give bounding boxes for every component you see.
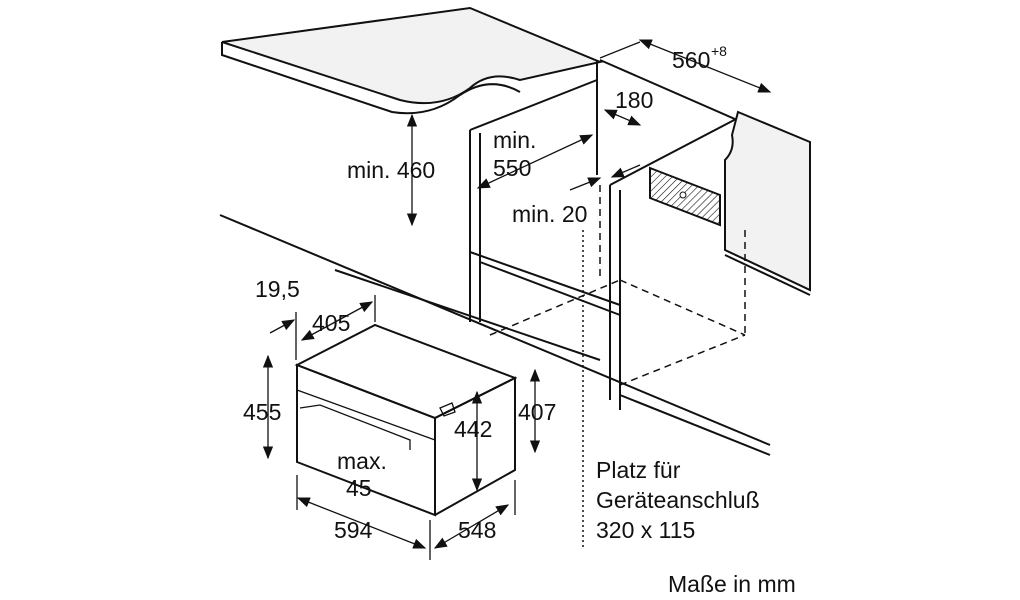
dim-min-gap: min. 20	[512, 201, 587, 227]
dim-vent-depth: 180	[615, 87, 653, 113]
connection-note-line3: 320 x 115	[596, 517, 695, 543]
units-note: Maße in mm	[668, 571, 796, 597]
dim-min-height: min. 460	[347, 157, 435, 183]
dim-front-offset: 19,5	[255, 276, 300, 302]
countertop	[221, 6, 604, 115]
dimension-lines	[262, 39, 772, 560]
dim-niche-width: 560	[672, 47, 710, 73]
right-cabinet	[724, 110, 811, 296]
floor-lines	[219, 214, 771, 456]
dim-width: 594	[334, 517, 373, 543]
niche-dashed	[489, 185, 746, 550]
connection-note-line2: Geräteanschluß	[596, 487, 760, 513]
connection-note-line1: Platz für	[596, 457, 681, 483]
dim-top-depth: 405	[312, 310, 350, 336]
dim-body-height: 442	[454, 416, 492, 442]
dim-depth: 548	[458, 517, 496, 543]
dim-rear-height: 407	[518, 399, 556, 425]
dim-niche-width-tolerance: +8	[711, 43, 727, 59]
dim-min-depth-label: min.	[493, 127, 536, 153]
dim-min-depth-value: 550	[493, 155, 531, 181]
dim-front-height: 455	[243, 399, 281, 425]
dim-door-max-label: max.	[337, 448, 387, 474]
dim-door-max-value: 45	[346, 475, 372, 501]
